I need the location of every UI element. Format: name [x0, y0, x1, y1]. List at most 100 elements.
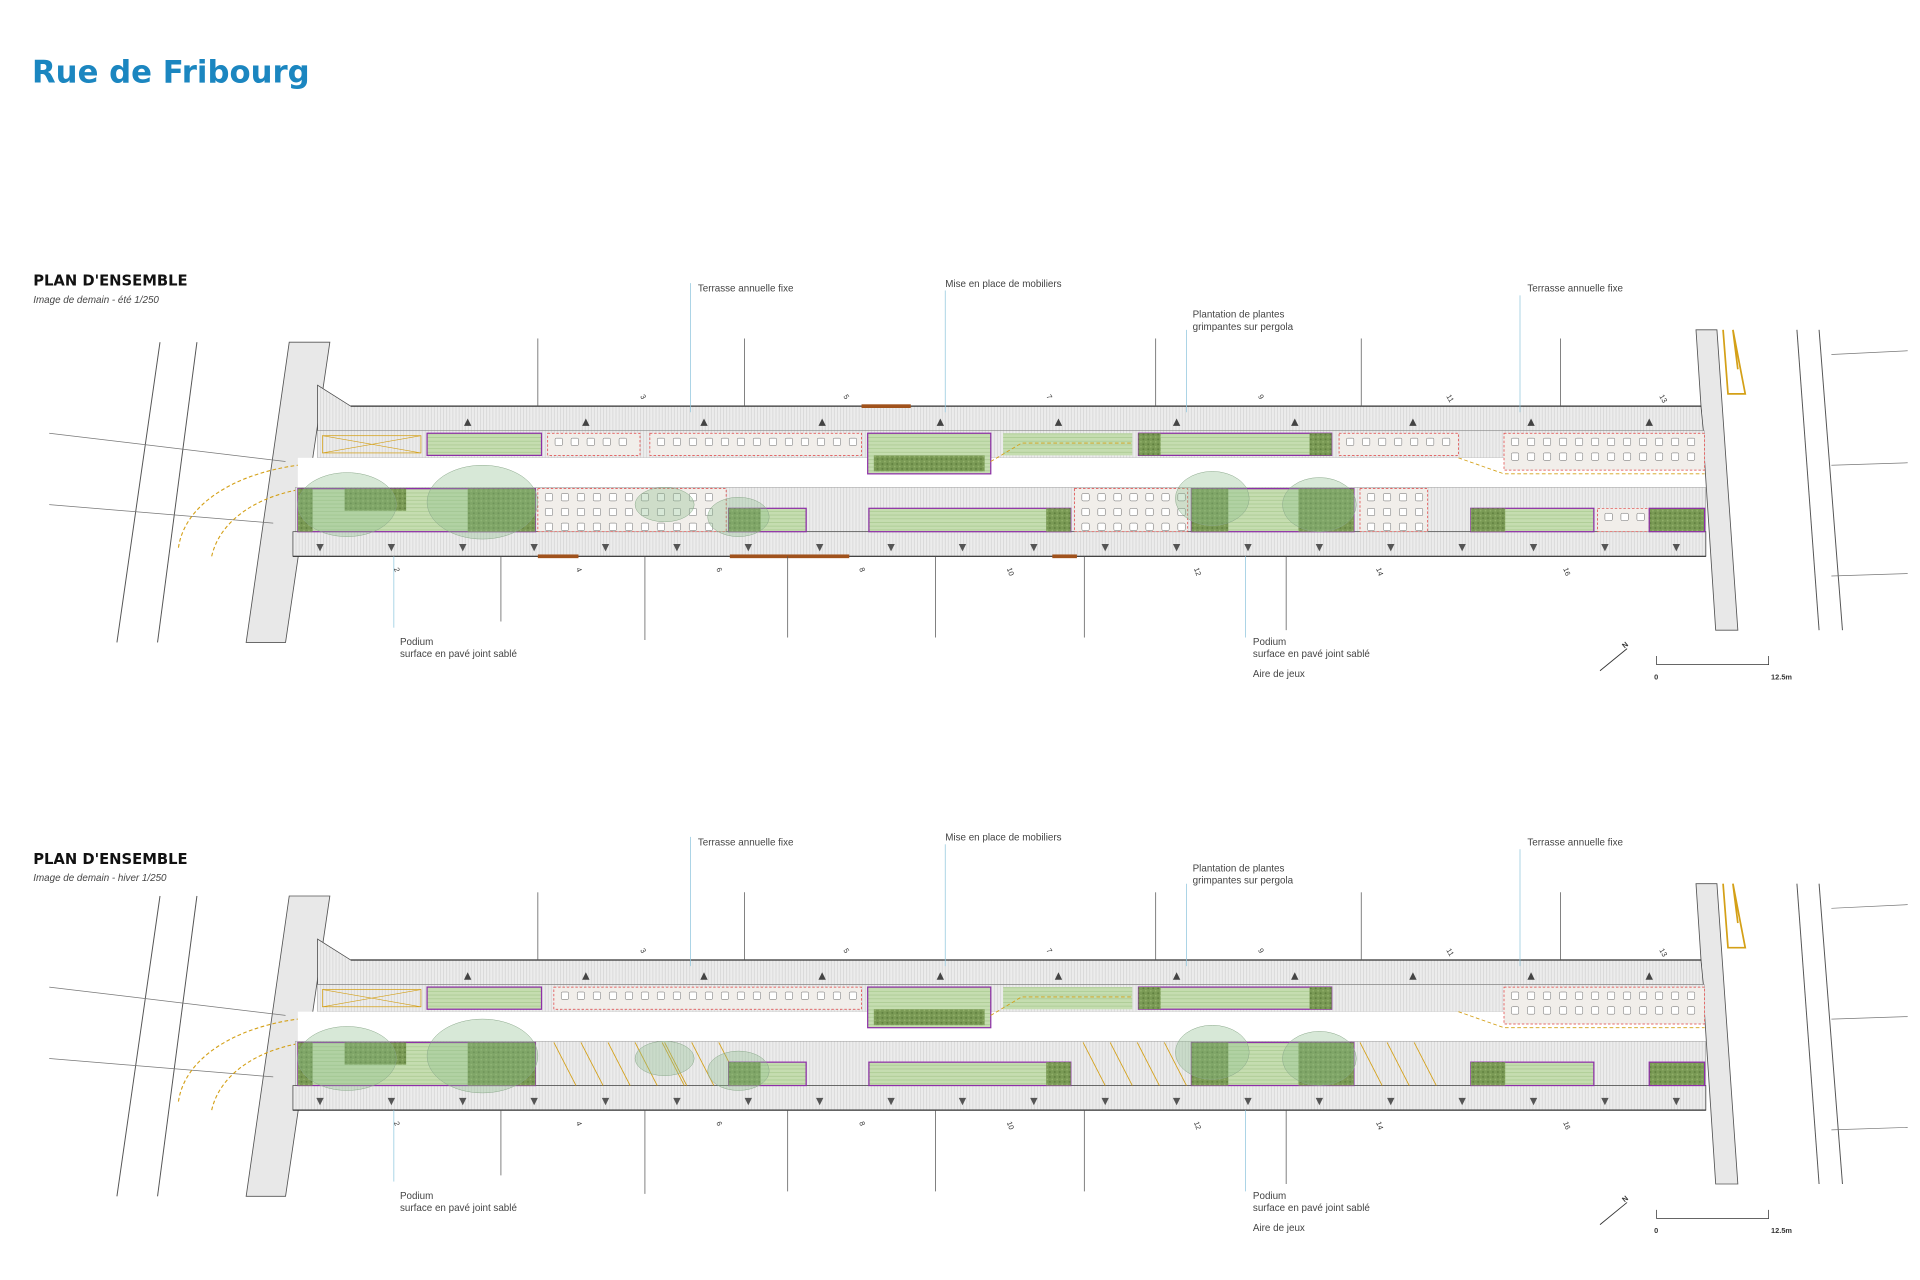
cafe-table — [1559, 452, 1568, 461]
cafe-table — [1129, 493, 1138, 502]
door-number: 8 — [857, 1120, 867, 1127]
tree-canopy — [1175, 1024, 1250, 1080]
hatch-marking — [1359, 1042, 1383, 1086]
entrance-marker — [1672, 1097, 1680, 1106]
cafe-table — [704, 991, 713, 1000]
cafe-table — [672, 437, 681, 446]
cafe-table — [848, 991, 857, 1000]
cafe-table — [576, 493, 585, 502]
planter-green — [297, 488, 313, 532]
cafe-table — [1607, 437, 1616, 446]
cafe-table — [688, 522, 697, 531]
curved-path-marking — [177, 1018, 298, 1111]
entrance-marker — [887, 544, 895, 552]
entrance-marker — [387, 544, 396, 552]
door-number: 13 — [1657, 947, 1669, 959]
callout-label: surface en pavé joint sablé — [400, 649, 517, 660]
cafe-table — [1543, 1006, 1552, 1015]
cross-street-line — [1818, 883, 1843, 1185]
callout-label: Plantation de plantes — [1193, 310, 1285, 321]
callout-label: grimpantes sur pergola — [1193, 876, 1294, 887]
cross-street-line — [49, 986, 286, 1016]
door-number: 4 — [574, 566, 584, 573]
tree-canopy — [297, 1026, 397, 1091]
bench — [537, 554, 579, 559]
hatch-marking — [664, 1042, 688, 1086]
cafe-table — [1081, 493, 1090, 502]
cafe-table — [832, 437, 841, 446]
cross-street-line — [1796, 329, 1820, 631]
cafe-table — [688, 493, 697, 502]
cafe-table — [560, 522, 569, 531]
cross-street-line — [1831, 462, 1908, 466]
entrance-marker — [1101, 1097, 1109, 1106]
planter-green — [344, 1042, 407, 1065]
cross-street-line — [1796, 883, 1820, 1185]
cafe-table — [618, 437, 627, 446]
cafe-table — [544, 522, 553, 531]
cafe-table — [752, 991, 761, 1000]
entrance-marker — [459, 1097, 467, 1106]
scale-start-label: 0 — [1654, 672, 1658, 681]
planter — [868, 507, 1072, 533]
tree-canopy — [707, 496, 770, 537]
cafe-table — [1655, 452, 1664, 461]
door-number: 6 — [714, 566, 724, 573]
north-label: N — [1620, 640, 1630, 650]
planter-green — [873, 1009, 985, 1026]
cafe-table — [592, 522, 601, 531]
entrance-marker — [1030, 544, 1038, 552]
hatch-marking — [607, 1042, 631, 1086]
tree-canopy — [297, 472, 397, 537]
cafe-table — [1559, 991, 1568, 1000]
cafe-table — [688, 437, 697, 446]
cafe-table — [1113, 522, 1122, 531]
cross-street-line — [116, 895, 161, 1197]
callout-label: Terrasse annuelle fixe — [1527, 838, 1623, 849]
tree-canopy — [634, 487, 695, 523]
entrance-marker — [1529, 1097, 1538, 1106]
cross-street-line — [49, 504, 274, 524]
cafe-table — [688, 991, 697, 1000]
callout-label: Podium — [1253, 637, 1286, 648]
yellow-marking — [1722, 329, 1747, 395]
entrance-marker — [1645, 418, 1653, 426]
cafe-table — [570, 437, 579, 446]
north-arrow-line — [1599, 1202, 1628, 1225]
cafe-table — [1559, 437, 1568, 446]
entrance-marker — [936, 418, 944, 426]
entrance-marker — [316, 544, 324, 552]
tree-canopy — [634, 1040, 695, 1076]
cafe-table — [1527, 437, 1536, 446]
cafe-table — [800, 437, 809, 446]
roadway — [297, 1011, 1705, 1042]
bench — [1052, 554, 1077, 559]
planter — [426, 986, 543, 1010]
entrance-marker — [1315, 1097, 1324, 1106]
tree-canopy — [1282, 1031, 1357, 1086]
entrance-marker — [1172, 418, 1181, 426]
planter-green — [344, 488, 407, 511]
cafe-table — [784, 991, 793, 1000]
cafe-table — [1129, 522, 1138, 531]
entrance-marker — [530, 544, 538, 552]
cafe-table — [1543, 991, 1552, 1000]
cafe-table — [640, 493, 649, 502]
cafe-table — [1575, 1006, 1584, 1015]
cafe-table — [586, 437, 595, 446]
cafe-table — [1604, 512, 1613, 521]
planter-green — [467, 1042, 536, 1086]
callout-label: Mise en place de mobiliers — [945, 279, 1061, 290]
door-number: 11 — [1444, 947, 1456, 958]
cafe-table — [1113, 493, 1122, 502]
callout-label: Terrasse annuelle fixe — [698, 838, 794, 849]
cafe-table — [608, 522, 617, 531]
cafe-table — [1607, 452, 1616, 461]
door-number: 5 — [841, 393, 851, 401]
cafe-table — [1559, 1006, 1568, 1015]
tree-canopy — [707, 1050, 770, 1091]
plan-heading: PLAN D'ENSEMBLE — [33, 273, 187, 290]
